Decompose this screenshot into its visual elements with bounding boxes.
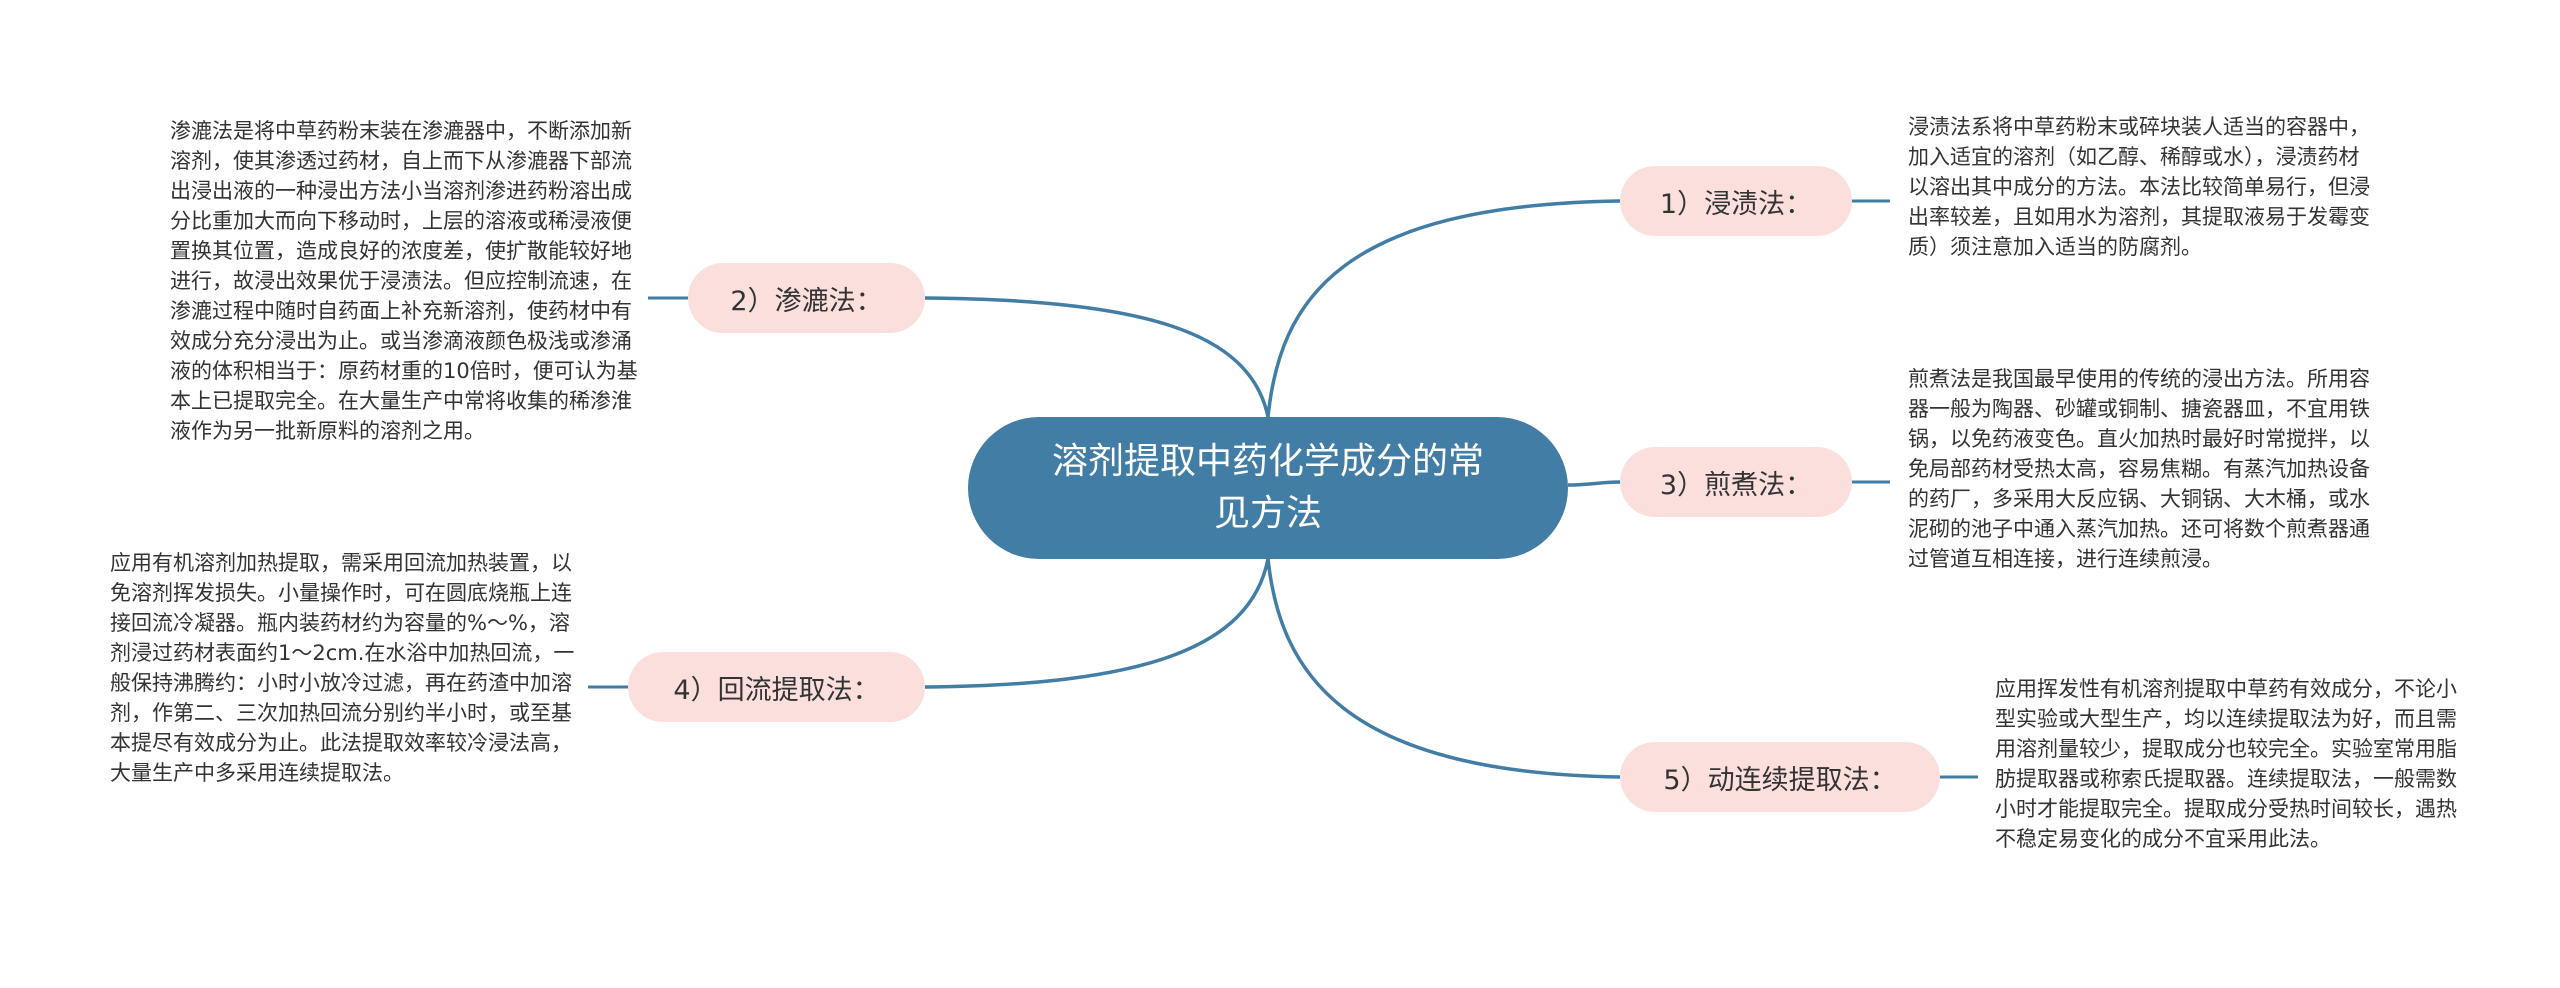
connector-3 <box>1567 480 1621 487</box>
central-topic[interactable]: 溶剂提取中药化学成分的常见方法 <box>968 417 1568 559</box>
branch-label: 5）动连续提取法： <box>1663 764 1897 796</box>
desc-maceration: 浸渍法系将中草药粉末或碎块装人适当的容器中，加入适宜的溶剂（如乙醇、稀醇或水），… <box>1908 115 2370 259</box>
connector-2 <box>924 296 1270 418</box>
branch-label: 1）浸渍法： <box>1659 188 1813 220</box>
connector-5 <box>1266 558 1621 779</box>
branch-percolation[interactable]: 2）渗漉法： <box>688 263 925 333</box>
desc-percolation: 渗漉法是将中草药粉末装在渗漉器中，不断添加新溶剂，使其渗透过药材，自上而下从渗漉… <box>170 119 638 443</box>
branch-reflux-extraction[interactable]: 4）回流提取法： <box>628 652 925 722</box>
desc-decoction: 煎煮法是我国最早使用的传统的浸出方法。所用容器一般为陶器、砂罐或铜制、搪瓷器皿，… <box>1908 367 2370 571</box>
branch-continuous-extraction[interactable]: 5）动连续提取法： <box>1620 742 1940 812</box>
connector-4 <box>924 558 1270 689</box>
desc-reflux-extraction: 应用有机溶剂加热提取，需采用回流加热装置，以免溶剂挥发损失。小量操作时，可在圆底… <box>110 551 575 785</box>
connector-1 <box>1266 199 1621 418</box>
desc-continuous-extraction: 应用挥发性有机溶剂提取中草药有效成分，不论小型实验或大型生产，均以连续提取法为好… <box>1995 677 2457 851</box>
branch-maceration[interactable]: 1）浸渍法： <box>1620 166 1852 236</box>
branch-label: 4）回流提取法： <box>673 674 880 706</box>
branch-label: 3）煎煮法： <box>1659 469 1813 501</box>
branch-label: 2）渗漉法： <box>730 285 883 317</box>
branch-decoction[interactable]: 3）煎煮法： <box>1620 447 1852 517</box>
central-topic-label: 溶剂提取中药化学成分的常见方法 <box>1051 441 1484 534</box>
